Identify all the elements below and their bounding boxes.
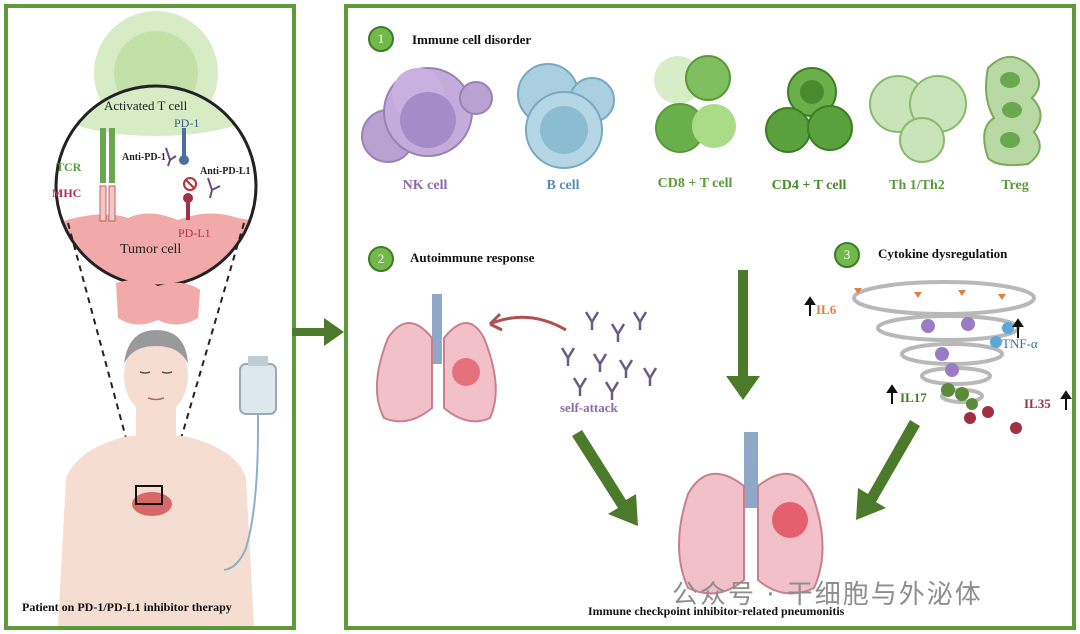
iv-tube bbox=[223, 414, 259, 571]
patient-caption: Patient on PD-1/PD-L1 inhibitor therapy bbox=[22, 600, 232, 614]
il6-label: IL6 bbox=[816, 302, 837, 317]
section-3-title: Cytokine dysregulation bbox=[878, 246, 1008, 261]
patient-mouth bbox=[147, 397, 165, 401]
patient-torso bbox=[58, 436, 254, 626]
right-illustration bbox=[361, 55, 1072, 595]
th1-th2-label: Th 1/Th2 bbox=[889, 178, 945, 193]
section-2-title: Autoimmune response bbox=[410, 250, 535, 265]
tcr-left-chain bbox=[100, 128, 106, 183]
cd8-t-cell-label: CD8 + T cell bbox=[657, 176, 733, 191]
il17-label: IL17 bbox=[900, 390, 927, 405]
anti-pdl1-label: Anti-PD-L1 bbox=[200, 166, 251, 177]
section-1-title: Immune cell disorder bbox=[412, 32, 532, 47]
panel-arrow bbox=[292, 318, 344, 346]
il35-dots bbox=[964, 406, 1022, 434]
antibody-cluster bbox=[560, 311, 658, 400]
right-panel: 1 Immune cell disorder NK cell B cell CD… bbox=[344, 4, 1076, 630]
cytokine-dots-purple bbox=[921, 317, 975, 377]
cd8-t-cell-icon bbox=[654, 55, 736, 153]
down-arrow-right bbox=[856, 420, 920, 520]
mhc-label: MHC bbox=[52, 186, 82, 200]
pd1-head bbox=[179, 155, 189, 165]
patient-hair bbox=[124, 330, 188, 364]
section-3-badge: 3 bbox=[834, 242, 860, 268]
anti-pdl1-antibody bbox=[207, 177, 221, 199]
left-panel: Activated T cell PD-1 TCR Anti-PD-1 Anti… bbox=[4, 4, 296, 630]
final-lungs bbox=[678, 432, 824, 595]
iv-bag-top bbox=[248, 356, 268, 366]
watermark: 公众号 · 干细胞与外泌体 bbox=[672, 580, 983, 610]
zoom-box bbox=[135, 485, 163, 505]
down-arrow-center bbox=[726, 270, 760, 400]
pdl1-head bbox=[183, 193, 193, 203]
patient-head bbox=[124, 336, 188, 416]
inhibition-symbol bbox=[183, 177, 197, 191]
mhc-right bbox=[108, 185, 116, 222]
pd1-label: PD-1 bbox=[174, 116, 200, 130]
section-1-badge: 1 bbox=[368, 26, 394, 52]
iv-bag bbox=[239, 363, 277, 415]
self-attack-arrow bbox=[489, 315, 567, 332]
anti-pd1-antibody bbox=[165, 147, 177, 167]
tnf-alpha-label: TNF-α bbox=[1002, 336, 1038, 351]
pneumonitis-caption: Immune checkpoint inhibitor-related pneu… bbox=[588, 604, 845, 618]
tumor-cell-label: Tumor cell bbox=[120, 242, 182, 257]
th1-th2-cell-icon bbox=[869, 75, 967, 163]
cd4-t-cell-label: CD4 + T cell bbox=[771, 178, 847, 193]
up-arrows bbox=[804, 296, 1072, 410]
section-2-badge: 2 bbox=[368, 246, 394, 272]
tcr-right-chain bbox=[109, 128, 115, 183]
b-cell-icon bbox=[517, 63, 615, 169]
anti-pd1-label: Anti-PD-1 bbox=[122, 152, 166, 163]
flow-arrows bbox=[572, 270, 920, 526]
il6-markers bbox=[854, 288, 1006, 300]
mhc-left bbox=[99, 185, 107, 222]
treg-label: Treg bbox=[1001, 178, 1029, 193]
left-illustration bbox=[54, 11, 277, 626]
right-arrow-icon bbox=[292, 318, 344, 346]
il17-dots bbox=[941, 383, 978, 410]
tumor-fragment bbox=[116, 280, 200, 325]
projection-line-left bbox=[67, 222, 141, 491]
b-cell-label: B cell bbox=[546, 178, 580, 193]
tnf-dots bbox=[990, 322, 1014, 348]
down-arrow-left bbox=[572, 430, 638, 526]
il35-label: IL35 bbox=[1024, 396, 1051, 411]
patient-eyes bbox=[139, 371, 173, 374]
autoimmune-lungs bbox=[375, 294, 497, 423]
treg-cell-icon bbox=[983, 56, 1042, 167]
nk-cell-label: NK cell bbox=[402, 178, 448, 193]
activated-t-cell-label: Activated T cell bbox=[104, 98, 188, 113]
nk-cell-icon bbox=[361, 67, 493, 163]
pdl1-label: PD-L1 bbox=[178, 226, 211, 240]
tcr-label: TCR bbox=[56, 160, 82, 174]
self-attack-label: self-attack bbox=[560, 400, 618, 415]
cd4-t-cell-icon bbox=[765, 67, 853, 153]
